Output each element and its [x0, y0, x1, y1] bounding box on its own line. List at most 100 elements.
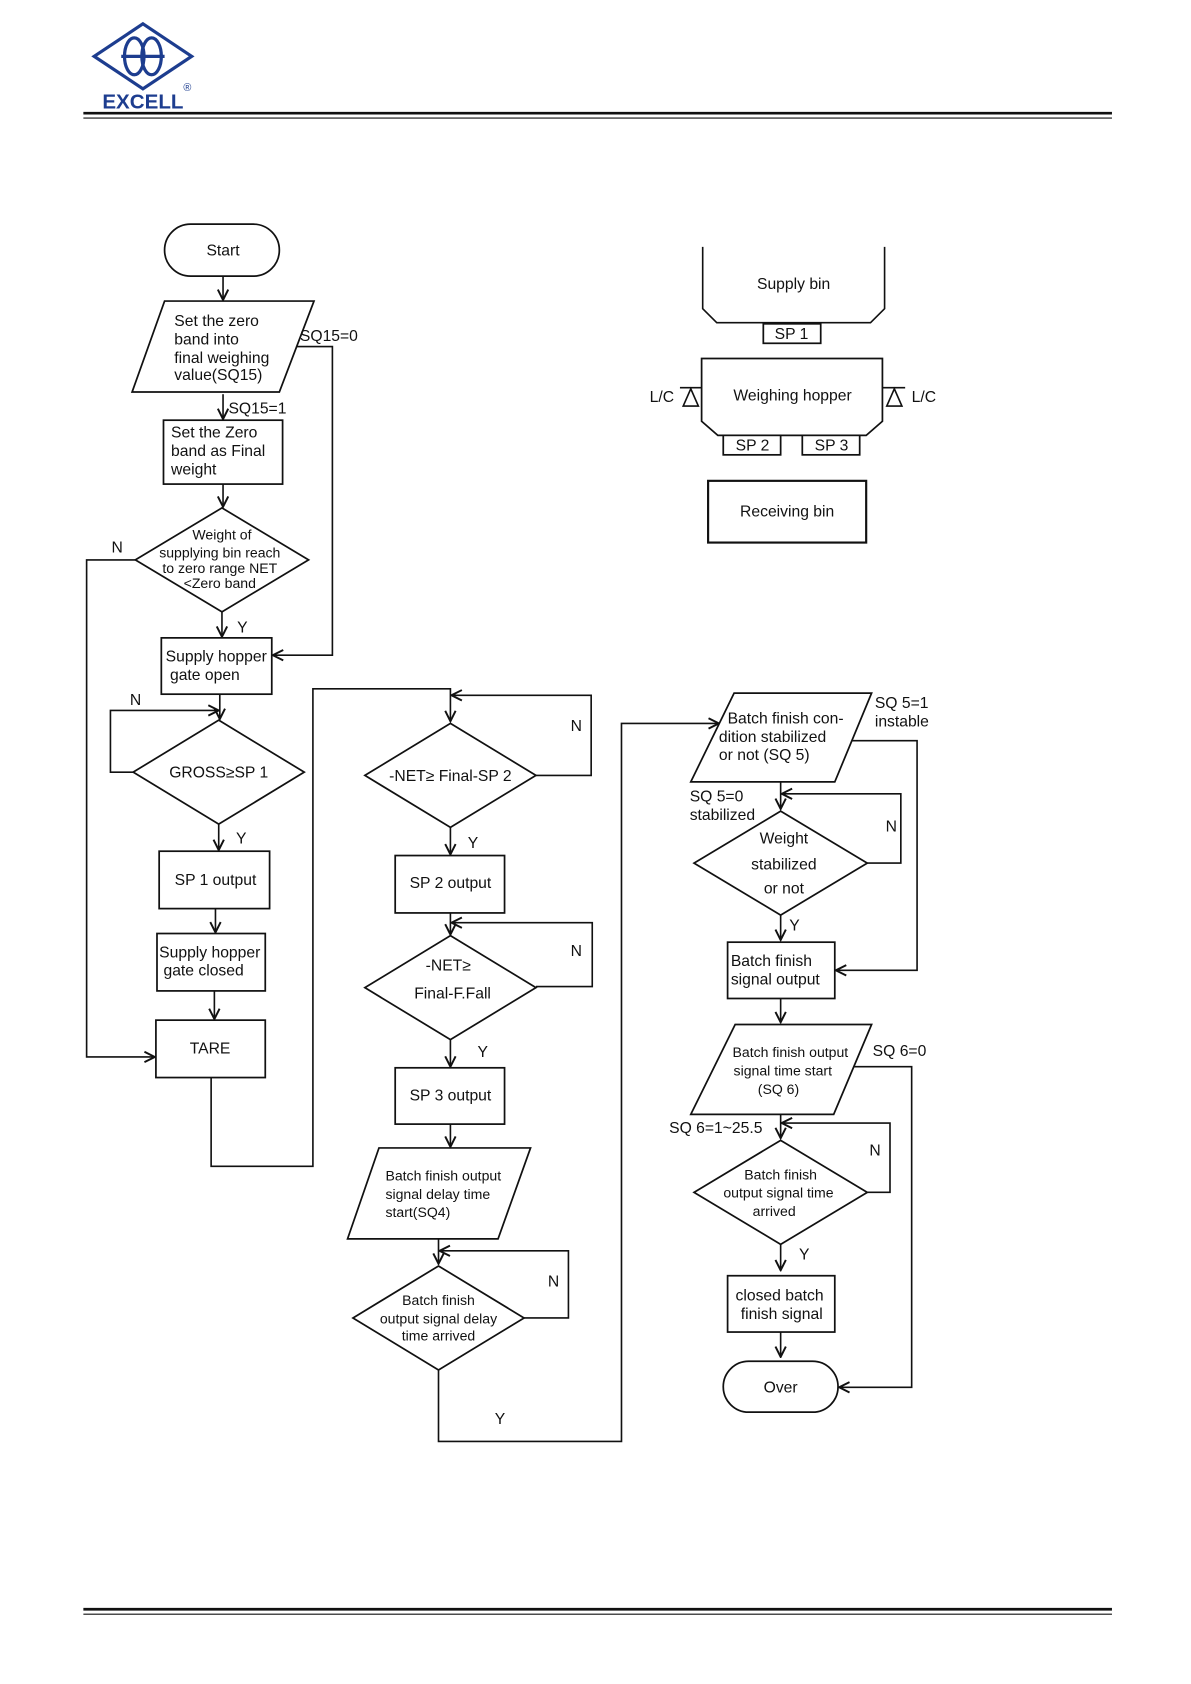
weighing-hopper	[700, 357, 884, 437]
sq15-0-label: SQ15=0	[300, 328, 358, 345]
gross-check-label: GROSS≥SP 1	[169, 765, 268, 782]
delay-start-line: start(SQ4)	[385, 1204, 450, 1220]
weighing-hopper-label: Weighing hopper	[733, 388, 851, 405]
zero-check-line: Weight of	[192, 526, 251, 542]
delay-arrived-line: time arrived	[402, 1328, 475, 1344]
sp3-label: SP 3	[815, 438, 849, 455]
gate-open-box	[160, 636, 273, 696]
finish-output-line: signal output	[731, 971, 821, 988]
stab-condition-line: Batch finish con-	[728, 710, 844, 727]
set-zero-final-line: Set the Zero	[171, 425, 258, 442]
no-label: N	[886, 819, 897, 836]
delay-start-input	[346, 1147, 532, 1240]
time-start-line: (SQ 6)	[758, 1081, 799, 1097]
brand-name: EXCELL	[102, 90, 183, 113]
delay-start-line: Batch finish output	[385, 1167, 501, 1183]
time-arrived-line: output signal time	[723, 1185, 833, 1201]
sq6-range-label: SQ 6=1~25.5	[669, 1120, 763, 1137]
gate-open-line: gate open	[170, 667, 240, 684]
gate-closed-line: Supply hopper	[159, 944, 260, 961]
time-arrived-line: Batch finish	[744, 1166, 817, 1182]
net-fall-line: -NET≥	[426, 957, 472, 974]
time-arrived-line: arrived	[753, 1203, 796, 1219]
finish-output-line: Batch finish	[731, 953, 812, 970]
gate-closed-line: gate closed	[163, 963, 243, 980]
sq6-0-label: SQ 6=0	[873, 1043, 927, 1060]
equipment-diagram: Supply bin SP 1 Weighing hopper SP 2 SP …	[650, 246, 936, 544]
net-fall-line: Final-F.Fall	[414, 985, 491, 1002]
delay-arrived-line: Batch finish	[402, 1292, 475, 1308]
net-sp2-label: -NET≥ Final-SP 2	[389, 768, 512, 785]
finish-output-box	[726, 941, 836, 1000]
over-label: Over	[764, 1380, 798, 1397]
registered-mark: ®	[183, 82, 191, 94]
set-zero-band-line: band into	[174, 331, 239, 348]
close-signal-box	[726, 1274, 836, 1333]
sq5-1-label: SQ 5=1	[875, 695, 929, 712]
connectors	[85, 276, 918, 1443]
yes-label: Y	[468, 835, 479, 852]
sp1-valve	[762, 322, 822, 345]
gate-open-line: Supply hopper	[166, 649, 267, 666]
time-start-input	[689, 1023, 873, 1116]
no-label: N	[112, 539, 123, 556]
sp2-label: SP 2	[736, 438, 770, 455]
net-fall-decision	[363, 934, 538, 1041]
stab-check-line: stabilized	[751, 857, 816, 874]
set-zero-final-line: weight	[170, 461, 217, 478]
load-cell-right-icon	[882, 386, 906, 407]
sp3-output-box	[394, 1066, 506, 1125]
set-zero-final-line: band as Final	[171, 443, 265, 460]
set-zero-band-line: final weighing	[174, 350, 269, 367]
sp1-output-label: SP 1 output	[175, 872, 257, 889]
net-sp2-decision	[363, 722, 538, 829]
load-cell-left-icon	[679, 386, 702, 407]
yes-label: Y	[237, 619, 248, 636]
yes-label: Y	[477, 1044, 488, 1061]
delay-arrived-decision	[351, 1264, 526, 1371]
gate-closed-box	[156, 932, 267, 992]
receiving-bin-label: Receiving bin	[740, 504, 834, 521]
sp2-valve	[722, 434, 782, 456]
stabilized-decision	[692, 810, 869, 917]
over-terminal	[722, 1360, 839, 1414]
delay-arrived-line: output signal delay	[380, 1310, 497, 1326]
sp2-output-box	[394, 854, 506, 914]
time-start-line: Batch finish output	[733, 1044, 849, 1060]
start-label: Start	[206, 243, 240, 260]
receiving-bin	[707, 479, 868, 544]
no-label: N	[548, 1274, 559, 1291]
yes-label: Y	[789, 917, 800, 934]
stab-check-line: Weight	[760, 831, 809, 848]
time-start-line: signal time start	[734, 1062, 833, 1078]
sq5-stabilized-label: stabilized	[690, 807, 755, 824]
delay-start-line: signal delay time	[385, 1186, 490, 1202]
set-zero-band-line: Set the zero	[174, 313, 259, 330]
time-arrived-decision	[692, 1139, 869, 1246]
yes-label: Y	[799, 1246, 810, 1263]
zero-check-line: to zero range NET	[162, 560, 277, 576]
gross-sp1-decision	[131, 719, 306, 826]
sq5-instable-label: instable	[875, 714, 929, 731]
stab-condition-line: dition stabilized	[719, 729, 826, 746]
set-zero-final-box	[162, 419, 284, 485]
sp1-label: SP 1	[775, 326, 809, 343]
start-terminal	[163, 223, 281, 278]
sp3-valve	[801, 434, 861, 456]
sq15-1-label: SQ15=1	[228, 401, 286, 418]
set-zero-band-line: value(SQ15)	[174, 367, 262, 384]
close-signal-line: closed batch	[736, 1288, 824, 1305]
sq5-0-label: SQ 5=0	[690, 788, 744, 805]
sp1-output-box	[158, 850, 271, 910]
no-label: N	[571, 943, 582, 960]
stab-check-line: or not	[764, 880, 805, 897]
sp3-output-label: SP 3 output	[410, 1087, 492, 1104]
supply-bin	[701, 246, 886, 324]
stab-condition-input	[689, 692, 873, 783]
tare-box	[155, 1019, 267, 1079]
yes-label: Y	[495, 1411, 506, 1428]
yes-label: Y	[236, 831, 247, 848]
no-label: N	[869, 1143, 880, 1160]
close-signal-line: finish signal	[741, 1306, 823, 1323]
